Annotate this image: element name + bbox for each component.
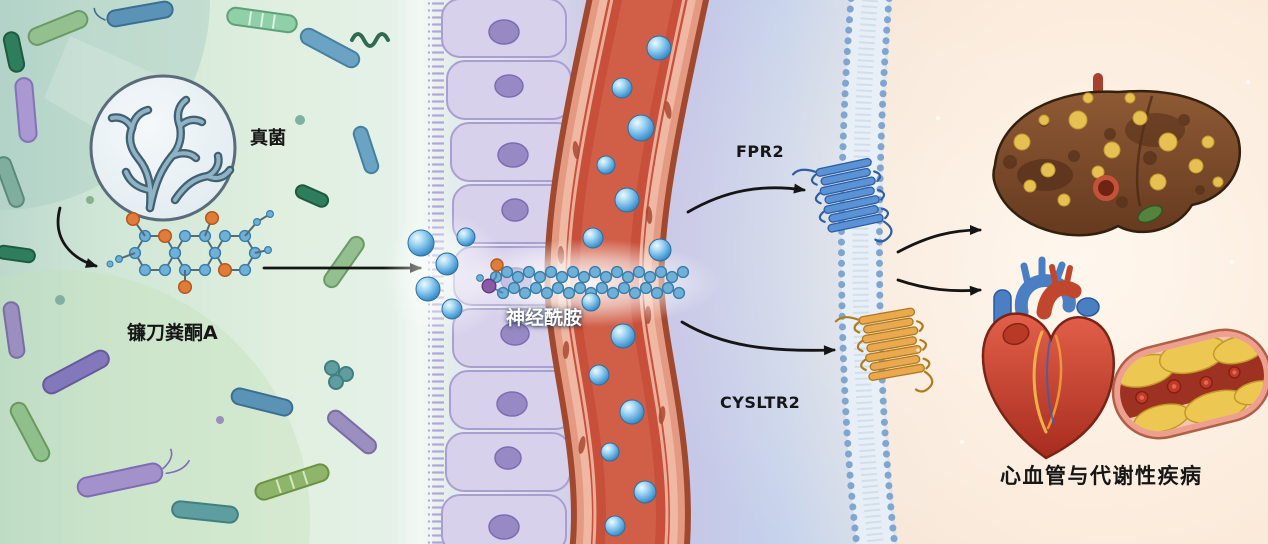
gallbladder	[1137, 204, 1163, 224]
red-blood-cells	[1135, 366, 1241, 405]
arrow-to-heart	[896, 278, 982, 296]
arrow-to-cysltr2	[680, 320, 836, 356]
arrow-to-fpr2	[686, 183, 806, 214]
arrow-fungus-to-compound	[56, 206, 98, 268]
liver-fat-deposits	[1013, 92, 1224, 207]
liver-lesion-ring	[1093, 175, 1119, 201]
cysltr2-label: CYSLTR2	[720, 393, 801, 412]
compound-structure	[106, 209, 275, 295]
arrows-right	[680, 183, 982, 356]
lipid-heads-outer	[837, 0, 861, 544]
heart-illustration	[981, 256, 1115, 460]
fungus-label: 真菌	[250, 128, 286, 149]
compound-label: 镰刀粪酮A	[127, 322, 218, 344]
outcome-label: 心血管与代谢性疾病	[1000, 464, 1203, 488]
fpr2-receptor	[791, 157, 893, 243]
head-atom-purple	[481, 278, 497, 294]
head-atom-orange	[490, 258, 504, 272]
arrow-to-liver	[896, 225, 982, 254]
ceramide-spheres	[407, 35, 672, 537]
atherosclerosis-vessel	[1111, 328, 1268, 440]
fpr2-label: FPR2	[736, 142, 785, 161]
fungal-hyphae	[107, 95, 235, 213]
lipid-heads-inner	[875, 0, 899, 544]
liver-illustration	[992, 73, 1242, 237]
cell-interior	[882, 0, 1268, 544]
cysltr2-receptor	[834, 307, 934, 393]
fungus-magnifier	[44, 36, 237, 222]
ceramide-label: 神经酰胺	[506, 307, 583, 329]
sparkles	[916, 80, 1250, 444]
